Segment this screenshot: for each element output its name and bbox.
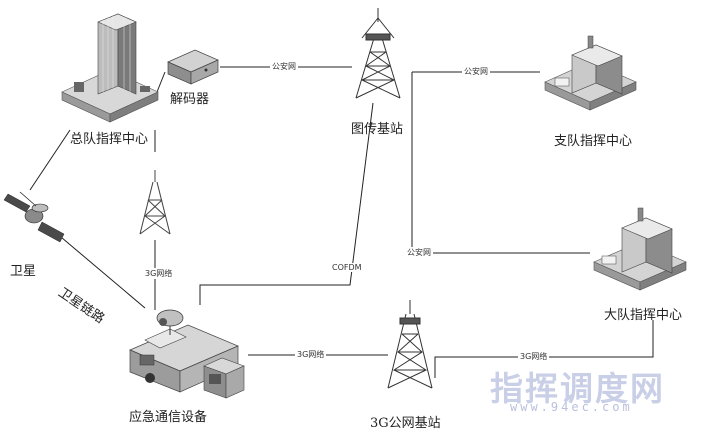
link-satellite-hq bbox=[29, 129, 71, 191]
image-tower-icon bbox=[355, 8, 401, 99]
label-image-station: 图传基站 bbox=[351, 122, 404, 137]
link-cofdm bbox=[199, 102, 374, 305]
label-emergency: 应急通信设备 bbox=[129, 410, 208, 425]
label-brigade: 大队指挥中心 bbox=[604, 308, 683, 323]
link-label-3g-1: 3G网络 bbox=[143, 268, 175, 279]
watermark-title: 指挥调度网 bbox=[490, 369, 665, 408]
relay-tower-icon bbox=[139, 170, 171, 235]
watermark-url: www.94ec.com bbox=[510, 400, 633, 414]
label-branch: 支队指挥中心 bbox=[554, 134, 633, 149]
3g-tower-icon bbox=[387, 300, 433, 389]
equipment-cabinet-icon bbox=[203, 357, 245, 399]
link-tower-brigade bbox=[411, 72, 590, 254]
label-satellite: 卫星 bbox=[10, 264, 37, 279]
link-label-public-net-2: 公安网 bbox=[462, 66, 490, 77]
decoder-icon bbox=[167, 49, 219, 85]
link-label-3g-3: 3G网络 bbox=[518, 351, 550, 362]
link-label-public-net-3: 公安网 bbox=[405, 247, 433, 258]
hq-building-icon bbox=[61, 13, 159, 123]
label-hq: 总队指挥中心 bbox=[70, 132, 149, 147]
satellite-icon bbox=[3, 191, 65, 243]
label-3g-base: 3G公网基站 bbox=[370, 416, 441, 431]
brigade-building-icon bbox=[593, 207, 687, 291]
link-label-3g-2: 3G网络 bbox=[295, 349, 327, 360]
link-label-cofdm: COFDM bbox=[330, 263, 364, 272]
link-satellite-van bbox=[54, 231, 146, 309]
branch-building-icon bbox=[544, 35, 637, 111]
label-decoder: 解码器 bbox=[170, 92, 210, 107]
link-hq-decoder bbox=[156, 71, 166, 93]
link-label-public-net-1: 公安网 bbox=[270, 61, 298, 72]
emergency-vehicle-icon bbox=[129, 309, 239, 393]
